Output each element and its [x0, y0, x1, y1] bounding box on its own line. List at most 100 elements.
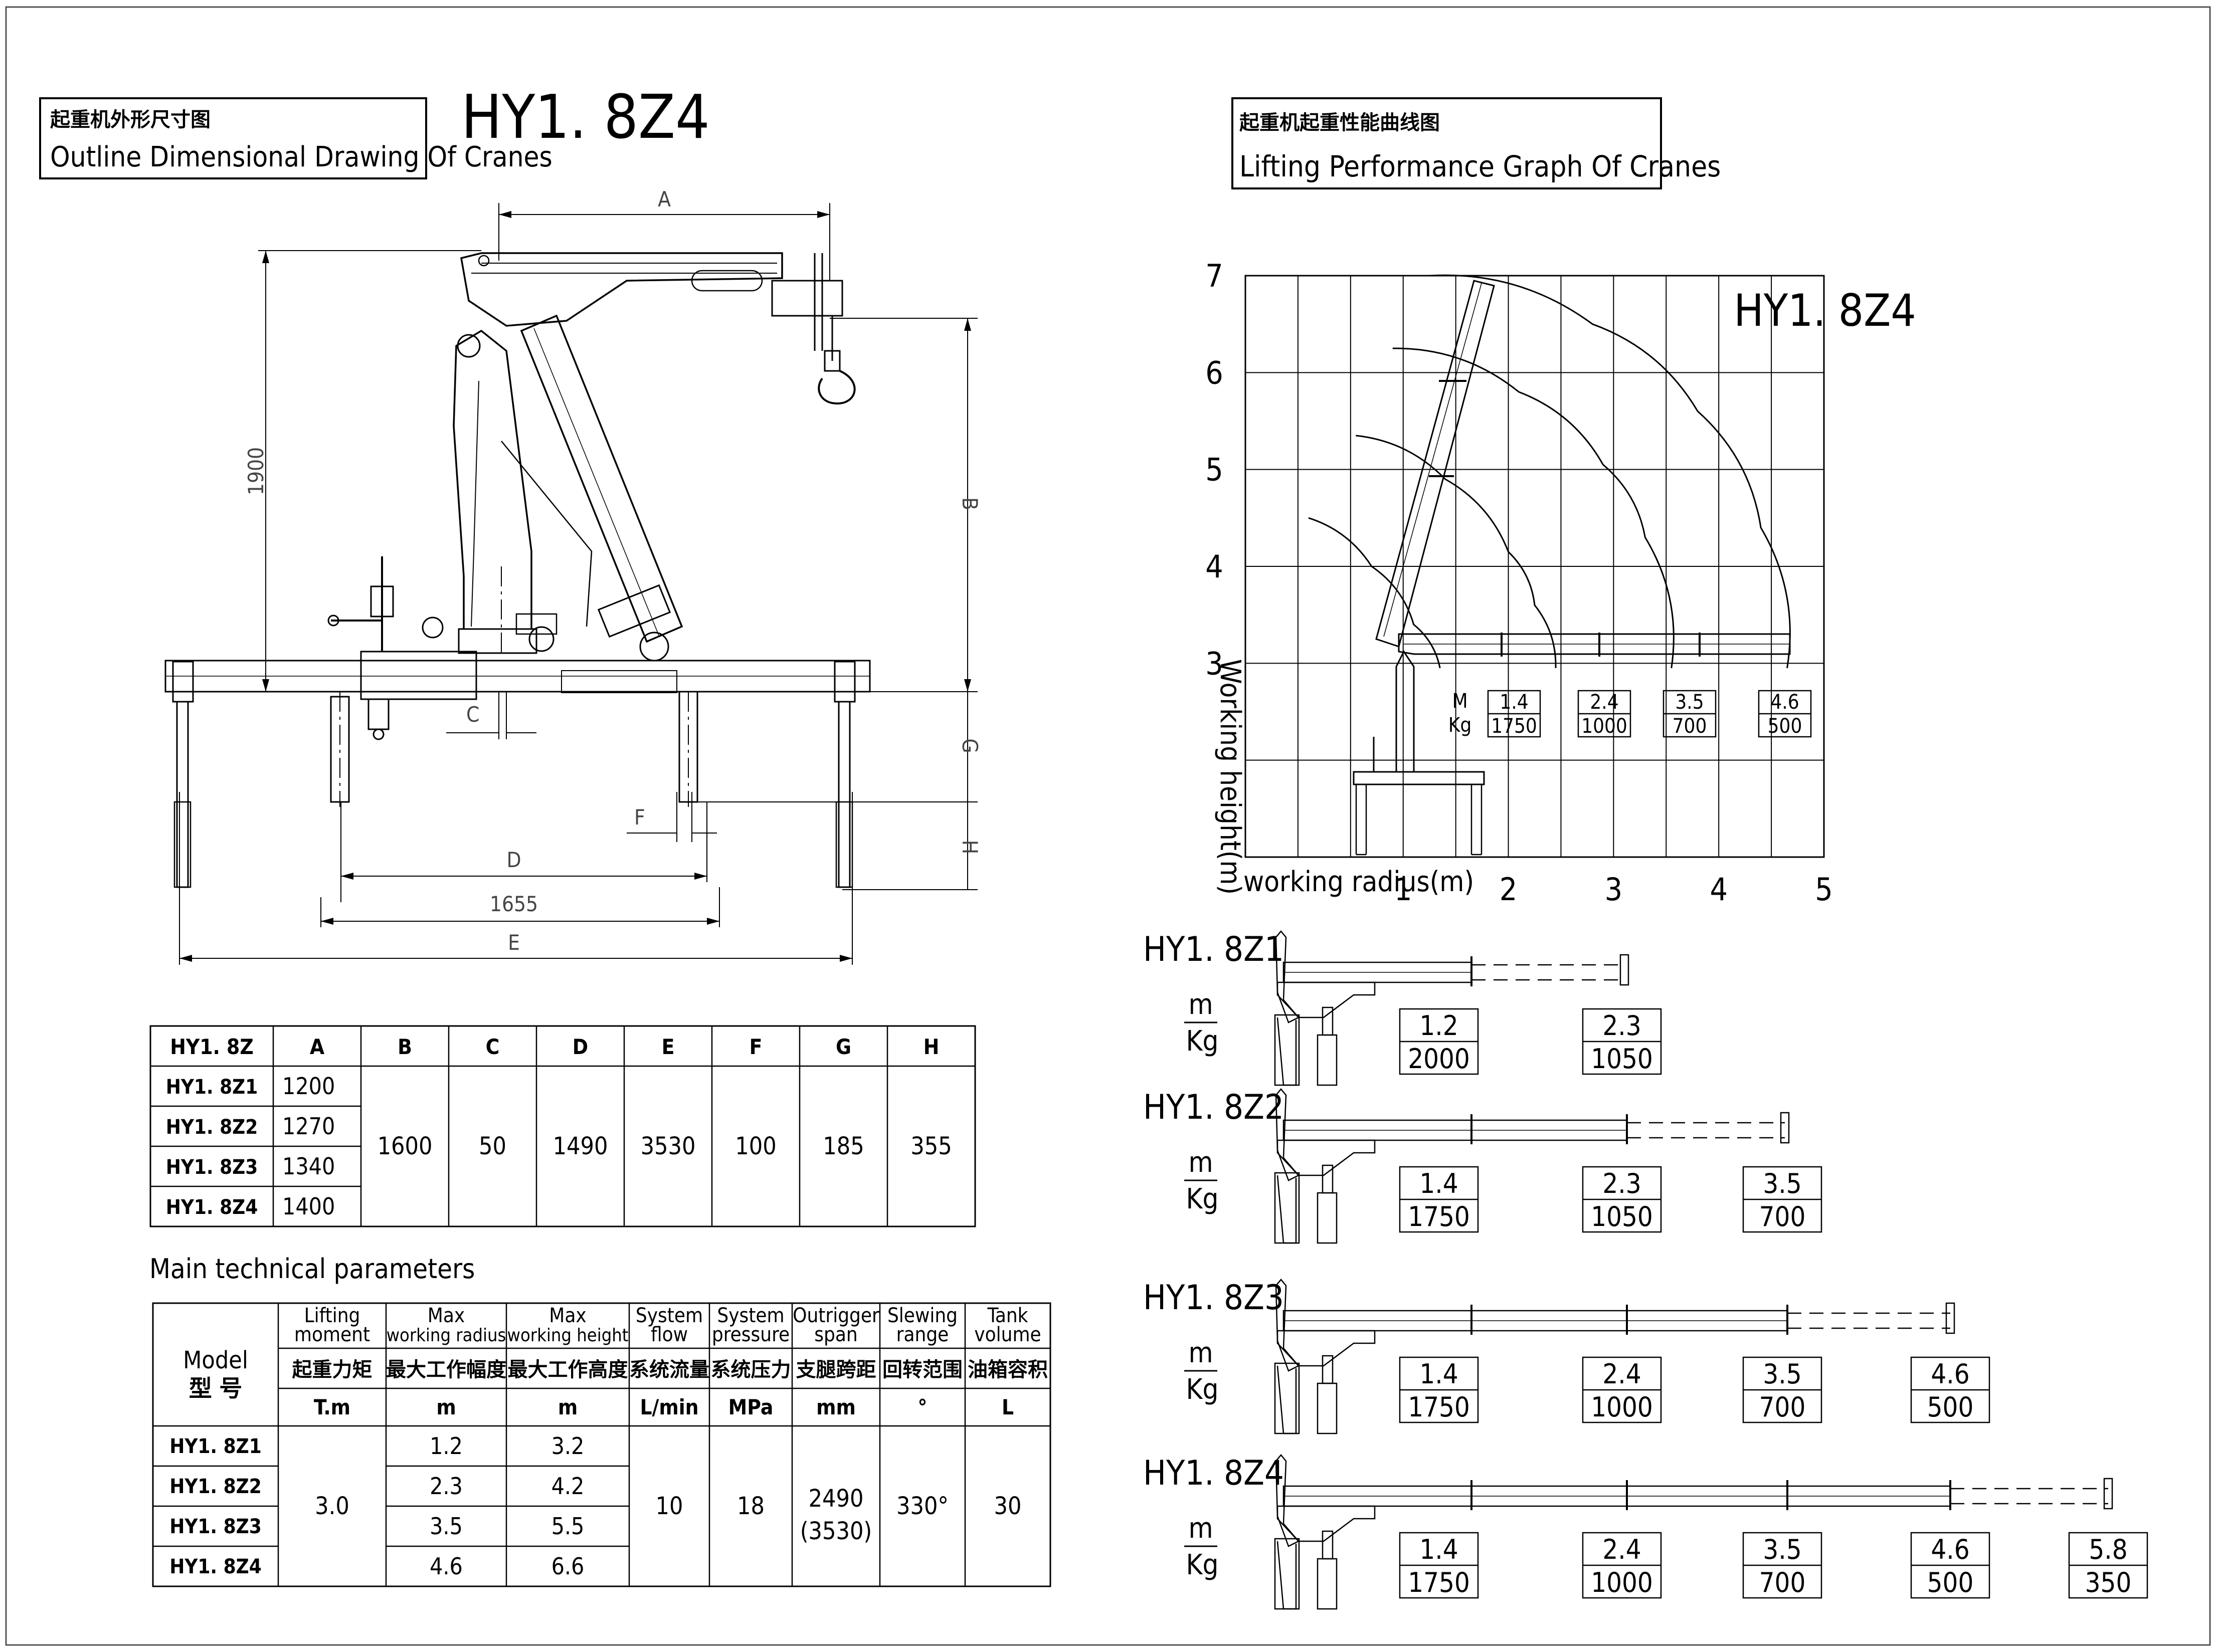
params-radius: 3.5: [430, 1513, 463, 1540]
dim-table-header: C: [486, 1035, 500, 1059]
params-col-en: Outrigger: [793, 1304, 879, 1327]
params-col-en: range: [896, 1323, 949, 1346]
dim-table-header: B: [398, 1035, 412, 1059]
variant-unit-kg: Kg: [1186, 1549, 1218, 1581]
dim-table-a-value: 1200: [282, 1073, 335, 1100]
chart-curve-2: [1356, 435, 1557, 669]
variant-load-kg: 350: [2085, 1567, 2132, 1598]
variant-unit-kg: Kg: [1186, 1025, 1218, 1058]
variant-load-kg: 700: [1759, 1391, 1806, 1423]
dim-label-1655: 1655: [490, 892, 538, 916]
telescopic-boom: [460, 252, 843, 351]
variant-load-kg: 500: [1927, 1391, 1974, 1423]
chart-x-tick: 1: [1394, 871, 1412, 908]
params-col-en: pressure: [712, 1323, 790, 1346]
params-col-cn: 最大工作幅度: [386, 1358, 506, 1381]
dim-table-shared-value: 185: [823, 1132, 864, 1160]
chart-x-tick: 2: [1500, 871, 1517, 908]
variant-model-label: HY1. 8Z1: [1143, 930, 1284, 969]
dim-table-shared-value: 355: [910, 1132, 952, 1160]
chart-x-tick: 4: [1710, 871, 1727, 908]
variant-load-kg: 1000: [1591, 1391, 1653, 1423]
chart-load-kg: 500: [1768, 715, 1802, 738]
outrigger-beam: [164, 651, 871, 700]
chart-load-radius: 1.4: [1500, 691, 1528, 714]
params-unit: °: [918, 1395, 928, 1419]
params-col-cn: 最大工作高度: [508, 1358, 628, 1381]
params-col-en: moment: [294, 1323, 370, 1346]
variant-load-radius: 2.4: [1602, 1534, 1641, 1565]
params-col-en: span: [814, 1323, 857, 1346]
dim-table-shared-value: 100: [735, 1132, 776, 1160]
dim-table-a-value: 1400: [282, 1193, 335, 1220]
outrigger-legs: [172, 661, 856, 888]
variant-load-kg: 500: [1927, 1567, 1974, 1598]
params-model: HY1. 8Z1: [169, 1435, 262, 1458]
dim-label-b: B: [958, 497, 982, 510]
params-unit: MPa: [728, 1395, 774, 1419]
outline-model-title: HY1. 8Z4: [461, 83, 710, 152]
variant-load-radius: 5.8: [2089, 1534, 2127, 1565]
outline-title-block: 起重机外形尺寸图 Outline Dimensional Drawing Of …: [39, 97, 552, 179]
dim-label-c: C: [466, 702, 479, 727]
params-model: HY1. 8Z3: [169, 1515, 262, 1538]
chart-load-kg: 700: [1673, 715, 1707, 738]
params-height: 3.2: [551, 1432, 585, 1460]
dim-table-header: D: [573, 1035, 588, 1059]
chart-load-kg: 1750: [1491, 715, 1537, 738]
variant-load-radius: 1.4: [1419, 1168, 1458, 1199]
chart-y-axis-label: Working height(m): [1214, 659, 1246, 895]
chart-load-radius: 4.6: [1770, 691, 1799, 714]
params-title: Main technical parameters: [149, 1253, 475, 1285]
params-model: HY1. 8Z2: [169, 1475, 262, 1498]
params-unit: L: [1002, 1395, 1014, 1419]
dim-table-header: H: [924, 1035, 940, 1059]
variant-load-kg: 1050: [1591, 1201, 1653, 1232]
dim-table-header: F: [750, 1035, 763, 1059]
params-unit: mm: [816, 1395, 856, 1419]
params-col-cn: 油箱容积: [968, 1358, 1048, 1381]
outline-title-cn: 起重机外形尺寸图: [50, 108, 211, 131]
variant-unit-kg: Kg: [1186, 1183, 1218, 1215]
chart-load-radius: 2.4: [1590, 691, 1618, 714]
control-valve: [327, 556, 444, 740]
dim-table-shared-value: 3530: [641, 1132, 696, 1160]
params-col-en: System: [717, 1304, 784, 1327]
params-radius: 2.3: [430, 1473, 463, 1500]
params-model-cn: 型 号: [189, 1375, 242, 1402]
variant-load-radius: 3.5: [1763, 1358, 1801, 1390]
variant-unit-kg: Kg: [1186, 1373, 1218, 1406]
params-height: 4.2: [551, 1473, 585, 1500]
params-col-en: Max: [549, 1304, 586, 1327]
dim-label-d: D: [506, 848, 521, 872]
variant-model-label: HY1. 8Z3: [1143, 1278, 1284, 1318]
params-unit: T.m: [314, 1395, 350, 1419]
params-col-cn: 支腿跨距: [796, 1358, 876, 1381]
chart-x-tick: 3: [1605, 871, 1622, 908]
variant-load-radius: 2.3: [1602, 1168, 1641, 1199]
params-tank: 30: [994, 1492, 1022, 1520]
params-col-en: volume: [974, 1323, 1041, 1346]
dim-table-header: HY1. 8Z: [170, 1035, 253, 1059]
variant-load-radius: 1.4: [1419, 1534, 1458, 1565]
variant-load-radius: 2.4: [1602, 1358, 1641, 1390]
params-flow: 10: [656, 1492, 683, 1520]
perf-title-block: 起重机起重性能曲线图 Lifting Performance Graph Of …: [1231, 97, 1721, 189]
variant-load-kg: 700: [1759, 1201, 1806, 1232]
chart-crane-silhouette: [1353, 280, 1791, 856]
variant-load-radius: 4.6: [1931, 1358, 1969, 1390]
variant-load-radius: 4.6: [1931, 1534, 1969, 1565]
dim-table-shared-value: 1490: [553, 1132, 608, 1160]
params-unit: m: [558, 1395, 578, 1419]
chart-load-head-m: M: [1452, 690, 1467, 713]
params-span: 2490: [809, 1485, 864, 1513]
params-col-en: Lifting: [304, 1304, 360, 1327]
params-model: HY1. 8Z4: [169, 1555, 262, 1578]
dim-label-1900: 1900: [244, 447, 268, 495]
variant-load-kg: 1000: [1591, 1567, 1653, 1598]
